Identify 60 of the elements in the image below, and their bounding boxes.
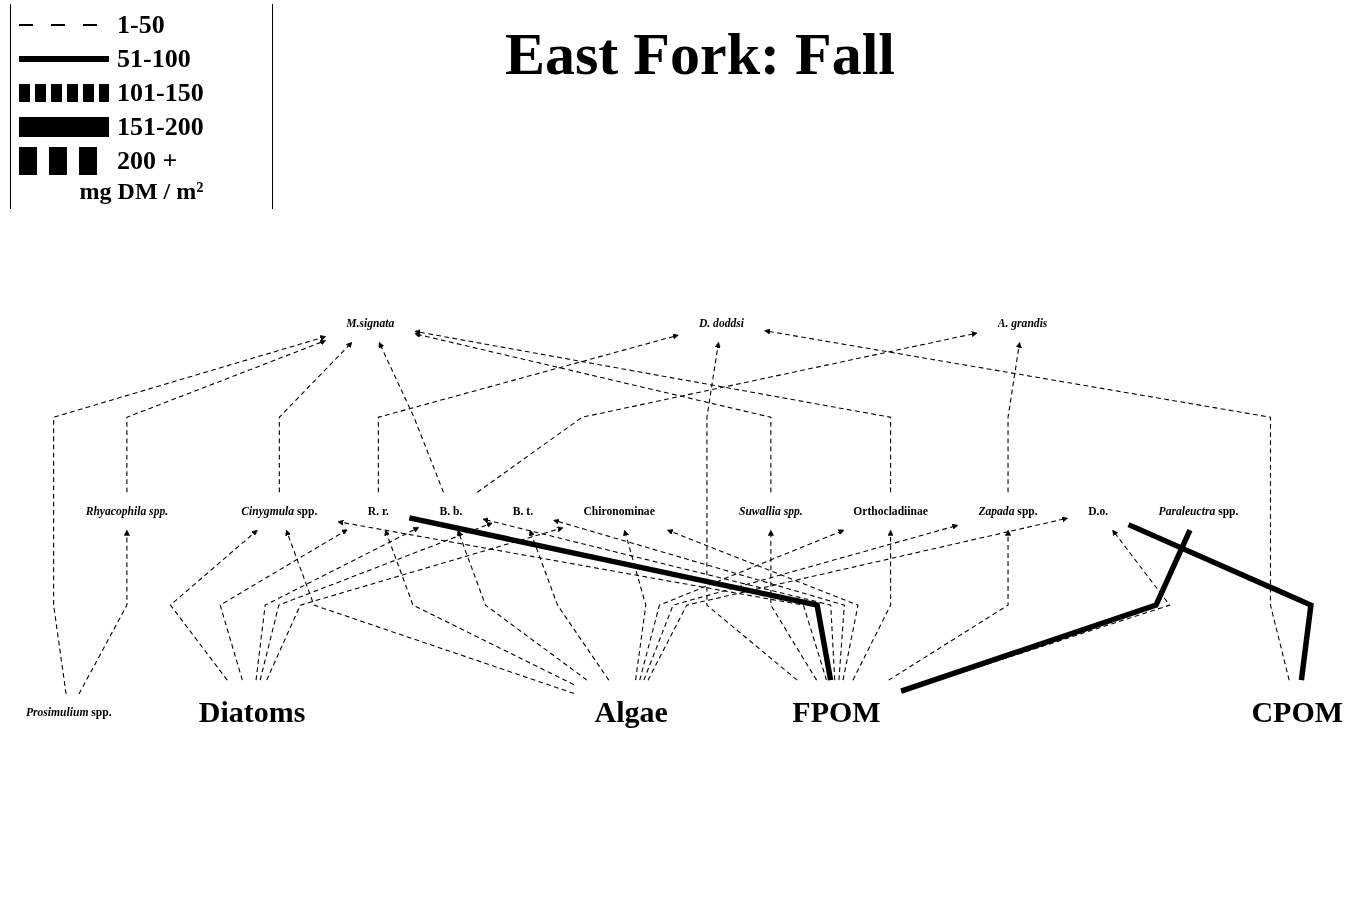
arrow	[337, 519, 827, 681]
arrow	[255, 527, 420, 681]
arrow	[667, 529, 859, 681]
node-text: CPOM	[1251, 695, 1344, 730]
arrow	[528, 529, 610, 681]
node-text: Paraleuctra spp.	[1158, 504, 1239, 518]
arrow	[377, 333, 679, 493]
arrow	[482, 517, 836, 681]
legend-label: 200 +	[117, 146, 178, 176]
arrow	[278, 342, 353, 493]
node-text: FPOM	[792, 695, 881, 730]
arrow	[414, 329, 892, 493]
arrow	[126, 339, 327, 493]
node-text: D.o.	[1088, 504, 1109, 518]
node-text: Prosimulium spp.	[25, 706, 112, 720]
arrow	[414, 332, 772, 493]
legend-label: 151-200	[117, 112, 204, 142]
legend-label: 51-100	[117, 44, 191, 74]
arrow	[476, 331, 978, 493]
node-text: Zapada spp.	[978, 504, 1038, 518]
node-text: B. b.	[439, 504, 463, 518]
node-text: M.signata	[346, 316, 395, 330]
arrow	[643, 523, 959, 681]
node-text: Chironominae	[583, 504, 655, 518]
arrow	[852, 529, 894, 681]
node-text: Rhyacophila spp.	[85, 504, 169, 518]
arrow	[219, 529, 348, 681]
arrow	[53, 335, 327, 695]
node-text: Suwallia spp.	[738, 504, 803, 518]
node-text: Cinygmula spp.	[241, 504, 318, 518]
legend-label: 1-50	[117, 10, 165, 40]
arrow	[456, 529, 588, 681]
node-text: A. grandis	[997, 316, 1048, 330]
node-text: Algae	[594, 695, 668, 730]
arrow	[639, 529, 845, 681]
arrow	[553, 518, 845, 681]
node-text: Orthocladiinae	[853, 504, 928, 518]
title: East Fork: Fall	[504, 20, 896, 89]
node-text: Diatoms	[198, 695, 306, 730]
node-text: B. t.	[512, 504, 534, 518]
connector	[408, 515, 834, 681]
arrow	[384, 529, 575, 686]
arrow	[1007, 342, 1022, 493]
arrow	[266, 526, 564, 681]
unit-label: mg DM / m²	[78, 178, 205, 205]
arrow	[764, 328, 1290, 681]
arrow	[647, 516, 1068, 681]
connector	[1127, 522, 1314, 681]
arrow	[767, 529, 818, 681]
legend-label: 101-150	[117, 78, 204, 108]
arrow	[285, 529, 575, 694]
arrow	[706, 342, 798, 681]
arrow	[169, 529, 258, 681]
arrow	[78, 529, 130, 695]
arrow	[378, 342, 444, 493]
arrow	[623, 529, 647, 681]
arrow	[888, 529, 1012, 681]
node-text: R. r.	[367, 504, 389, 518]
node-text: D. doddsi	[698, 316, 745, 330]
arrow	[259, 522, 493, 681]
